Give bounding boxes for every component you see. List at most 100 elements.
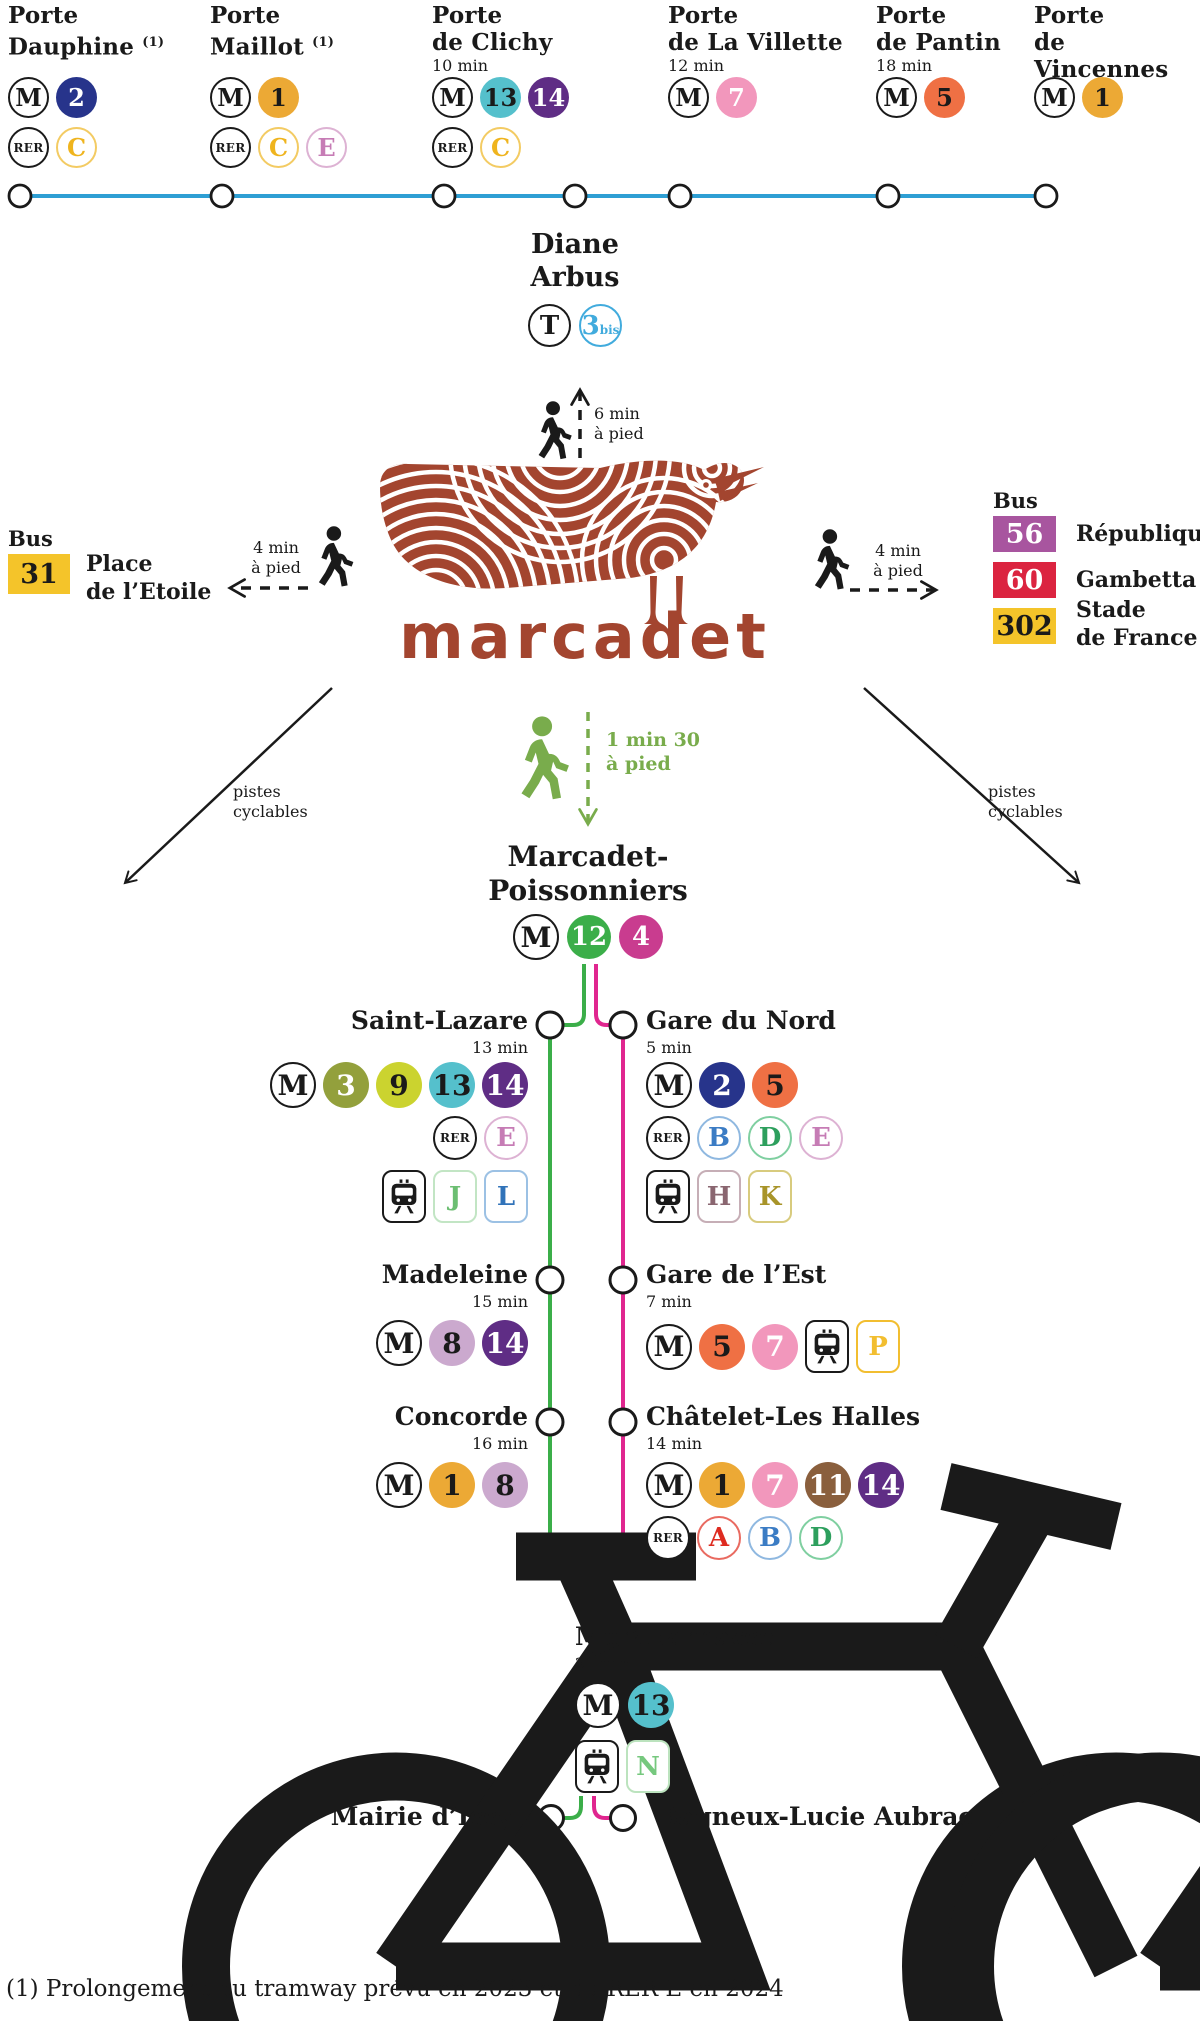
train-icon	[382, 1170, 426, 1223]
chatelet-metro-badges: M 1 7 11 14	[646, 1462, 904, 1508]
station-saint-lazare: Saint-Lazare	[350, 1006, 528, 1035]
walk-time-right-bus: 4 min à pied	[873, 541, 923, 580]
station-name-line1: Porte	[432, 2, 503, 29]
rer-line-b-badge: B	[748, 1516, 792, 1560]
rer-icon: RER	[433, 1116, 477, 1160]
gare-du-nord-rer-badges: RER B D E	[646, 1116, 843, 1160]
walk-time-left-bus: 4 min à pied	[251, 538, 301, 577]
bus-302-destination: Stade de France	[1076, 597, 1198, 651]
metro-line-11-badge: 11	[805, 1462, 851, 1508]
station-gare-du-nord: Gare du Nord	[646, 1006, 836, 1035]
station-name-line2: de Vincennes	[1034, 29, 1169, 83]
metro-icon: M	[646, 1462, 692, 1508]
metro-icon: M	[646, 1062, 692, 1108]
terminus-mairie-d-issy: Mairie d’Issy	[330, 1802, 512, 1831]
rer-line-e-badge: E	[799, 1116, 843, 1160]
travel-time: 14 min	[646, 1434, 703, 1453]
metro-icon: M	[668, 77, 709, 118]
rer-icon: RER	[432, 127, 473, 168]
station-name-line1: Porte	[8, 2, 79, 29]
footnote-ref: (1)	[142, 35, 165, 50]
train-icon	[646, 1170, 690, 1223]
metro-line-14-badge: 14	[482, 1062, 528, 1108]
metro-line-5-badge: 5	[924, 77, 965, 118]
metro-line-14-badge: 14	[482, 1320, 528, 1366]
station-name-line1: Porte	[1034, 2, 1105, 29]
metro-line-7-badge: 7	[752, 1462, 798, 1508]
bicycle-icon-right	[970, 1487, 1200, 2021]
train-icon	[575, 1740, 619, 1793]
metro-line-14-badge: 14	[528, 77, 569, 118]
station-porte-maillot: Porte Maillot (1)	[210, 2, 334, 61]
station-concorde: Concorde	[394, 1402, 528, 1431]
station-porte-de-clichy: Porte de Clichy	[432, 2, 552, 56]
metro-icon: M	[876, 77, 917, 118]
travel-time: 10 min	[432, 56, 489, 75]
metro-line-5-badge: 5	[752, 1062, 798, 1108]
travel-time: 13 min	[471, 1038, 528, 1057]
saint-lazare-rer-badges: RER E	[433, 1116, 528, 1160]
metro-line-1-badge: 1	[1082, 77, 1123, 118]
metro-line-5-badge: 5	[699, 1323, 745, 1370]
metro-line-14-badge: 14	[858, 1462, 904, 1508]
walk-time-to-tram: 6 min à pied	[594, 404, 644, 443]
rer-line-c-badge: C	[258, 127, 299, 168]
rer-icon: RER	[646, 1516, 690, 1560]
porte-de-clichy-metro-badges: M 13 14	[432, 77, 569, 118]
chatelet-rer-badges: RER A B D	[646, 1516, 843, 1560]
transilien-h-badge: H	[697, 1170, 741, 1223]
metro-icon: M	[8, 77, 49, 118]
station-porte-de-vincennes: Porte de Vincennes	[1034, 2, 1200, 83]
porte-maillot-metro-badges: M 1	[210, 77, 299, 118]
metro-line-1-badge: 1	[429, 1462, 475, 1508]
metro-line-2-badge: 2	[699, 1062, 745, 1108]
station-name-line2: Dauphine (1)	[8, 33, 165, 61]
saint-lazare-train-badges: J L	[382, 1170, 528, 1223]
walker-icon-left	[318, 526, 354, 587]
rer-line-d-badge: D	[799, 1516, 843, 1560]
bus-56-badge: 56	[993, 516, 1056, 552]
rer-line-e-badge: E	[306, 127, 347, 168]
metro-line-9-badge: 9	[376, 1062, 422, 1108]
transilien-p-badge: P	[856, 1320, 900, 1373]
bus-header-right: Bus	[993, 488, 1038, 513]
travel-time: 18 min	[876, 56, 933, 75]
travel-time: 7 min	[646, 1292, 692, 1311]
metro-line-7-badge: 7	[752, 1323, 798, 1370]
madeleine-metro-badges: M 8 14	[376, 1320, 528, 1366]
bike-label-left: pistes cyclables	[233, 782, 308, 821]
bus-60-badge: 60	[993, 562, 1056, 598]
porte-de-pantin-metro-badges: M 5	[876, 77, 965, 118]
saint-lazare-metro-badges: M 3 9 13 14	[270, 1062, 528, 1108]
porte-maillot-rer-badges: RER C E	[210, 127, 347, 168]
metro-icon: M	[210, 77, 251, 118]
tram-icon: T	[528, 304, 571, 347]
station-gare-de-l-est: Gare de l’Est	[646, 1260, 827, 1289]
station-porte-de-la-villette: Porte de La Villette	[668, 2, 843, 56]
station-marcadet-poissonniers: Marcadet- Poissonniers	[488, 840, 688, 907]
station-diane-arbus: Diane Arbus	[475, 228, 675, 294]
station-madeleine: Madeleine	[381, 1260, 528, 1289]
porte-de-clichy-rer-badges: RER C	[432, 127, 521, 168]
station-name-line1: Diane	[531, 229, 619, 260]
station-name-line2: de Clichy	[432, 29, 553, 56]
metro-line-1-badge: 1	[699, 1462, 745, 1508]
metro-icon: M	[432, 77, 473, 118]
montparnasse-train-badges: N	[575, 1740, 670, 1793]
rer-icon: RER	[210, 127, 251, 168]
rer-icon: RER	[646, 1116, 690, 1160]
bus-56-destination: République	[1076, 521, 1200, 547]
station-name-line2: Maillot (1)	[210, 33, 335, 61]
transilien-k-badge: K	[748, 1170, 792, 1223]
metro-icon: M	[1034, 77, 1075, 118]
rer-line-a-badge: A	[697, 1516, 741, 1560]
metro-icon: M	[575, 1682, 621, 1728]
bike-label-right: pistes cyclables	[988, 782, 1063, 821]
station-name-line1: Porte	[668, 2, 739, 29]
station-name-line1: Porte	[876, 2, 947, 29]
bus-31-badge: 31	[8, 554, 70, 594]
travel-time: 12 min	[668, 56, 725, 75]
